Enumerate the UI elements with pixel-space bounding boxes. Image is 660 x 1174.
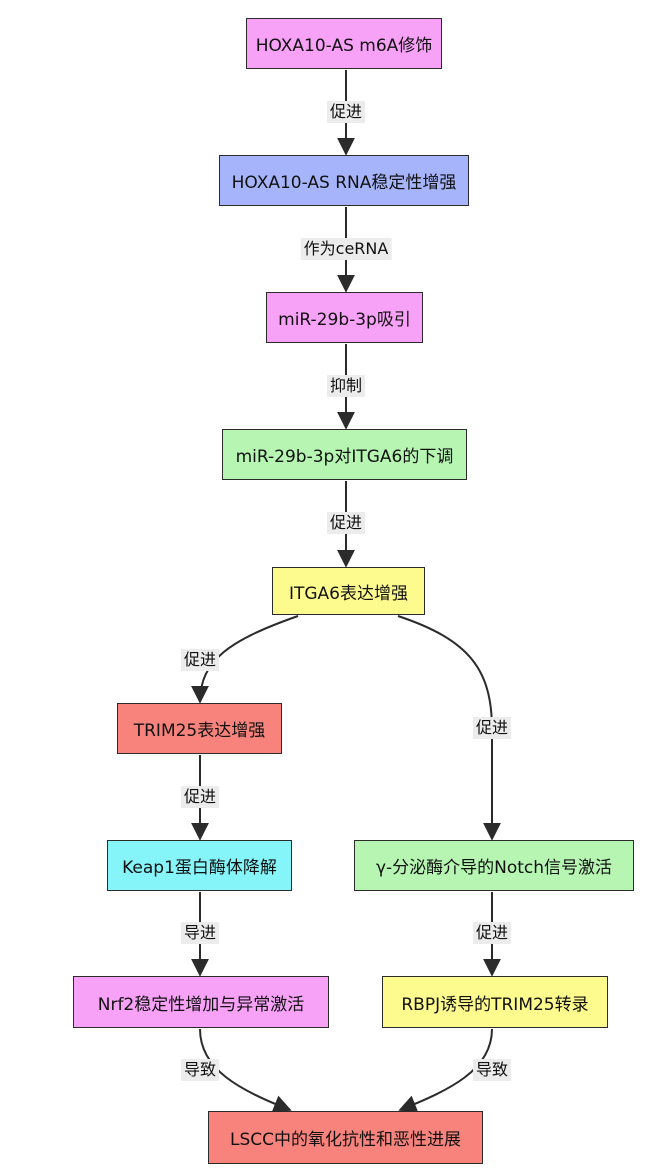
edge-label: 导进 [180, 922, 220, 944]
node-hoxa10-as-rna-stability: HOXA10-AS RNA稳定性增强 [219, 155, 469, 206]
node-rbpj-trim25-transcription: RBPJ诱导的TRIM25转录 [382, 976, 608, 1028]
node-label: γ-分泌酶介导的Notch信号激活 [375, 858, 613, 878]
edge-label: 作为ceRNA [300, 238, 392, 260]
node-label: miR-29b-3p吸引 [278, 310, 411, 330]
node-label: Keap1蛋白酶体降解 [122, 858, 277, 878]
node-mir-29b-3p-sponge: miR-29b-3p吸引 [266, 292, 423, 343]
edge-n9-n11 [199, 1028, 292, 1113]
node-label: ITGA6表达增强 [288, 583, 409, 604]
edge-label: 促进 [180, 649, 220, 671]
node-label: HOXA10-AS m6A修饰 [255, 36, 433, 56]
edge-label: 导致 [180, 1059, 220, 1081]
edge-label: 促进 [180, 786, 220, 808]
edge-n5-n6 [191, 615, 299, 704]
node-hoxa10-as-m6a-modification: HOXA10-AS m6A修饰 [246, 18, 442, 69]
node-trim25-expression: TRIM25表达增强 [117, 703, 282, 754]
edge-label: 促进 [472, 922, 512, 944]
edge-label: 促进 [326, 512, 366, 534]
node-lscc-progression: LSCC中的氧化抗性和恶性进展 [208, 1111, 483, 1164]
node-label: LSCC中的氧化抗性和恶性进展 [229, 1130, 461, 1150]
edge-n10-n11 [398, 1028, 493, 1113]
node-label: Nrf2稳定性增加与异常激活 [97, 994, 305, 1015]
node-label: RBPJ诱导的TRIM25转录 [401, 994, 589, 1015]
node-mir-29b-3p-itga6-downregulation: miR-29b-3p对ITGA6的下调 [222, 429, 467, 480]
edge-label: 促进 [472, 717, 512, 739]
node-itga6-expression: ITGA6表达增强 [272, 567, 425, 615]
node-label: HOXA10-AS RNA稳定性增强 [231, 173, 457, 193]
edge-label: 促进 [326, 101, 366, 123]
node-nrf2-activation: Nrf2稳定性增加与异常激活 [73, 976, 329, 1028]
edge-label: 导致 [472, 1059, 512, 1081]
node-notch-signal-activation: γ-分泌酶介导的Notch信号激活 [354, 840, 634, 891]
edge-label: 抑制 [326, 375, 366, 397]
node-label: TRIM25表达增强 [133, 721, 266, 741]
node-label: miR-29b-3p对ITGA6的下调 [235, 447, 454, 467]
node-keap1-degradation: Keap1蛋白酶体降解 [107, 840, 292, 891]
